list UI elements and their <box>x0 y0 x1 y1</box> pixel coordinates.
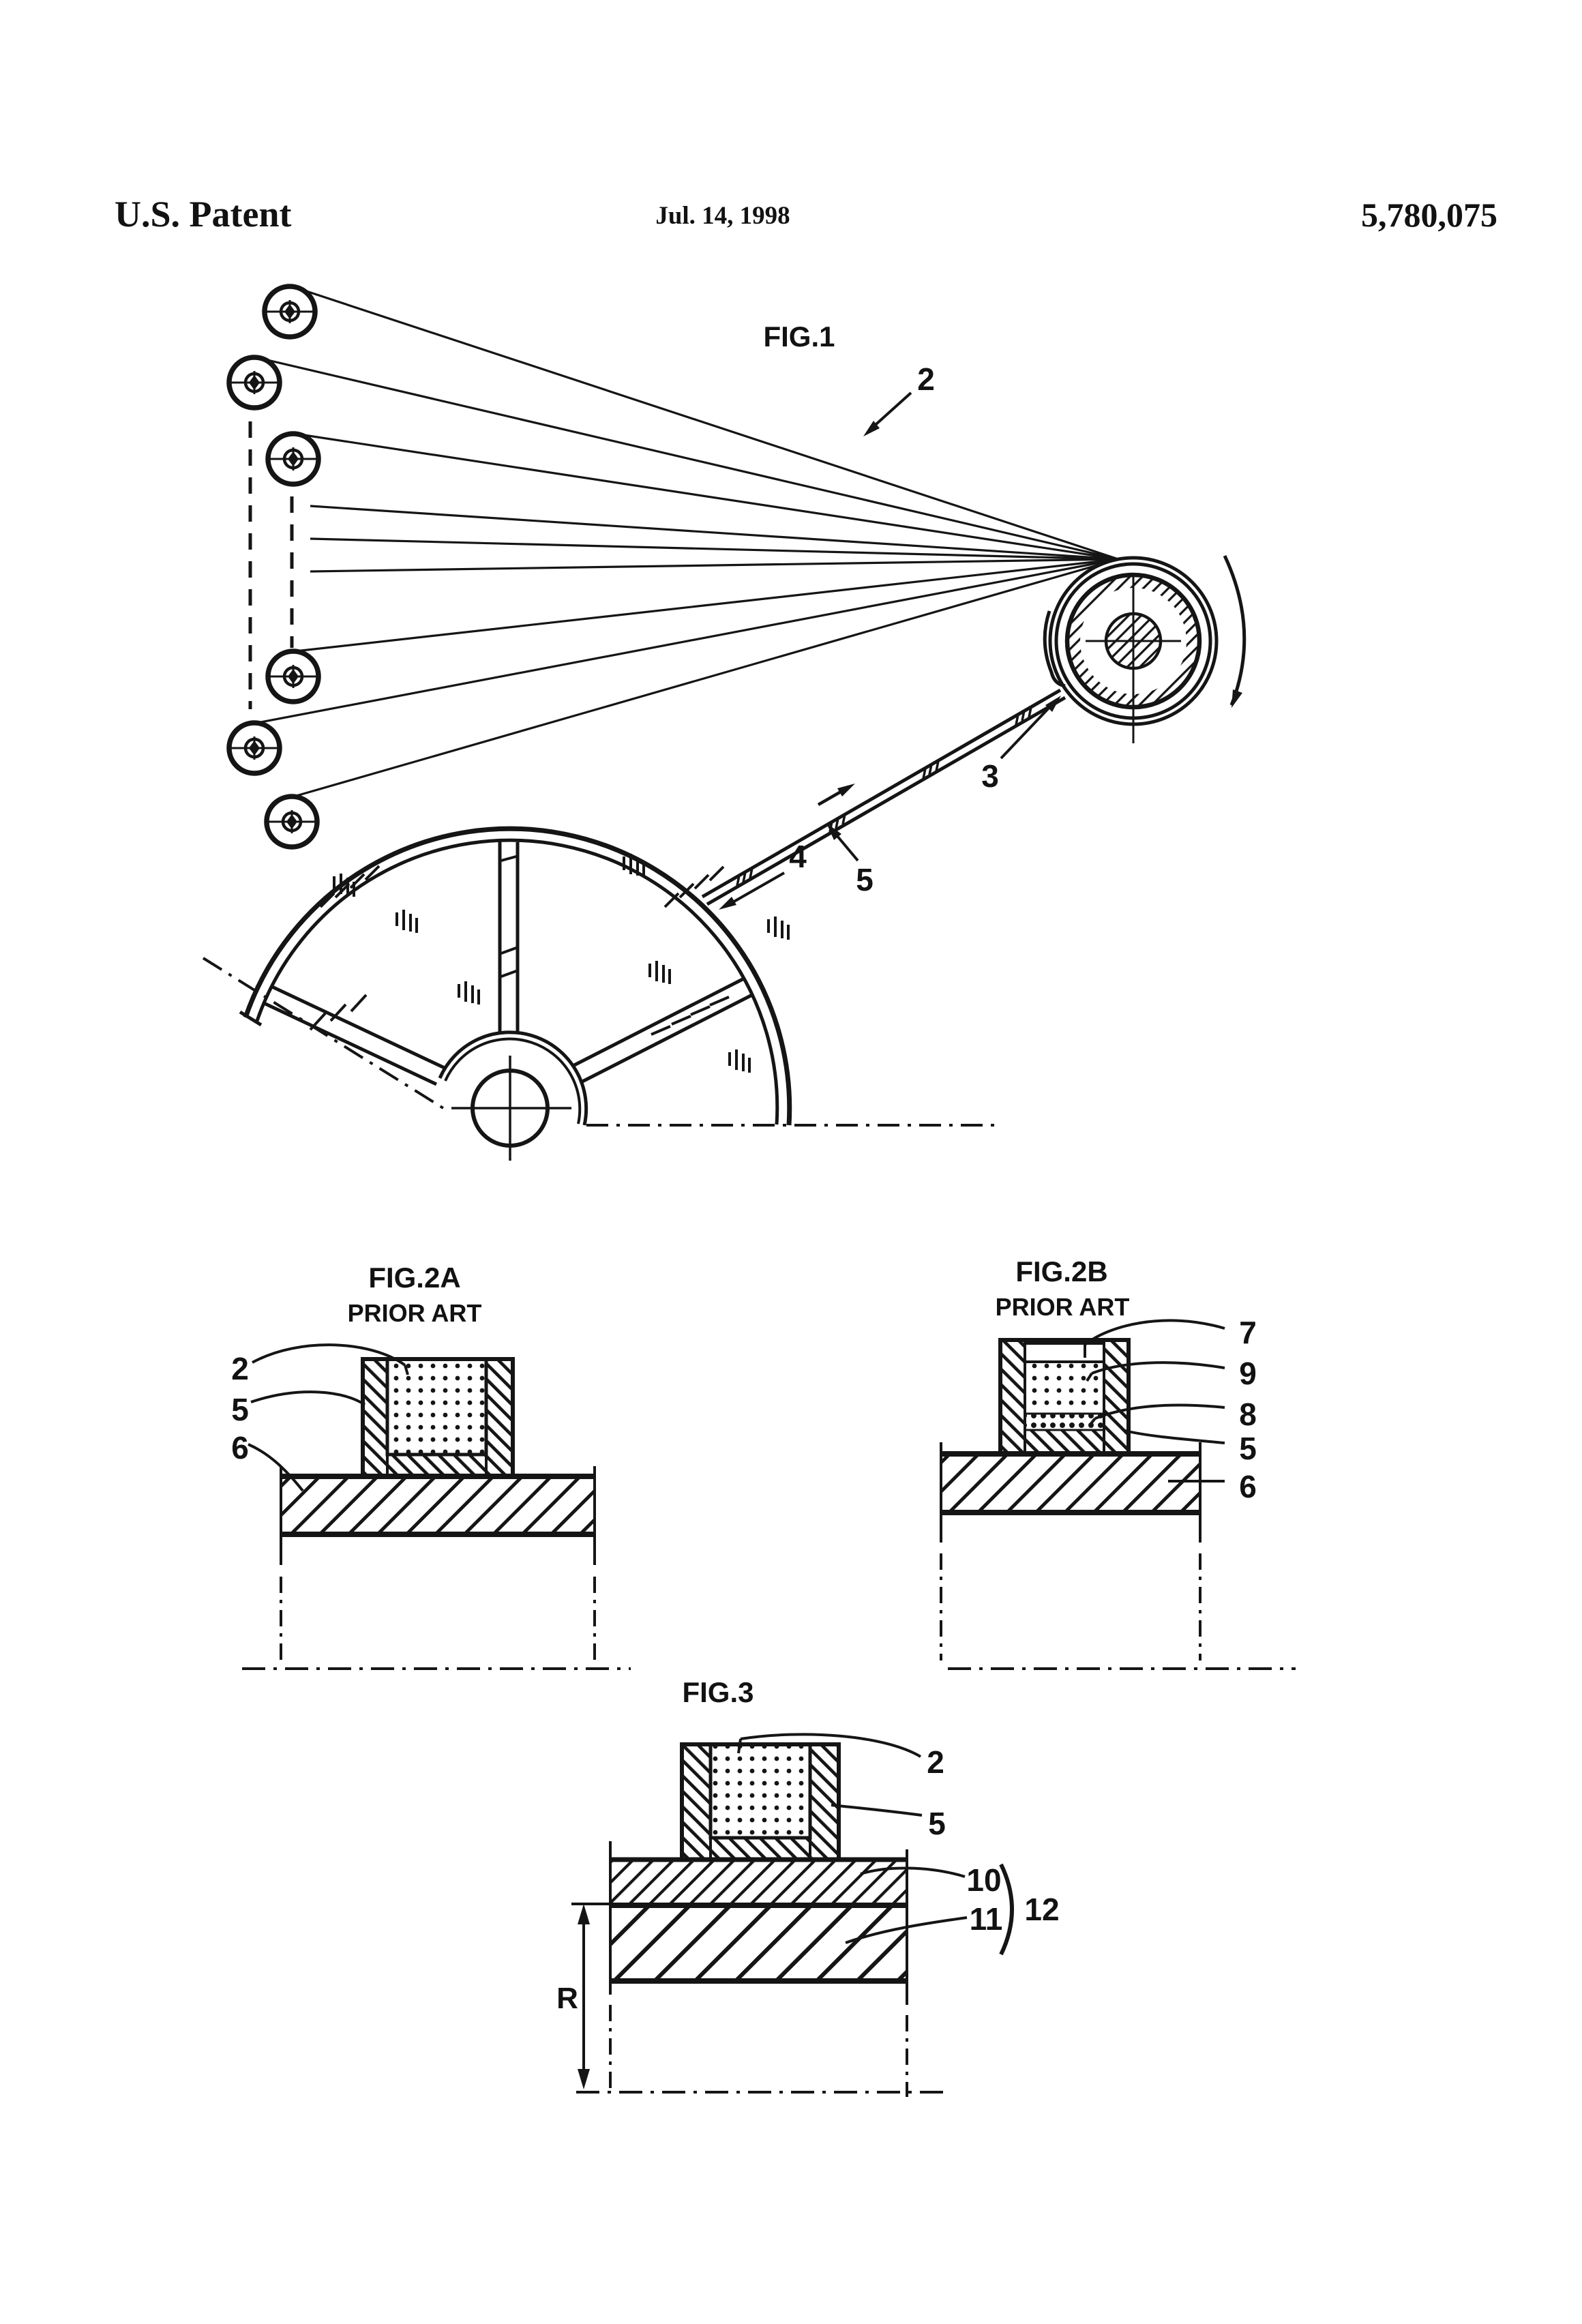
brace-icon <box>999 1863 1014 1956</box>
wheel-hub-ring-inner <box>444 1037 582 1124</box>
fig3: FIG.3 R 2 <box>556 1676 1060 2097</box>
cup-wall-left <box>361 1358 389 1478</box>
ref-label-threads: 2 <box>917 361 935 397</box>
shrinkage-gap <box>1024 1342 1105 1363</box>
fig2b-subtitle: PRIOR ART <box>996 1293 1130 1321</box>
ref-label-band: 5 <box>856 862 874 897</box>
fig2a-subtitle: PRIOR ART <box>348 1299 482 1327</box>
band-hatch-ticks <box>736 706 1032 887</box>
spool-icon <box>265 649 321 704</box>
cup-wall-right <box>1103 1339 1130 1455</box>
rotation-arrow-arc <box>1223 554 1247 706</box>
ref-label-cup: 5 <box>231 1392 249 1427</box>
thread-bundle-dots <box>385 1357 488 1457</box>
wheel-spokes <box>263 841 753 1086</box>
ref-label-adhesive: 8 <box>1239 1397 1257 1432</box>
creel-dashed-lines <box>248 421 294 709</box>
spool-icon <box>226 720 282 776</box>
fig1-references: 2 3 4 5 <box>719 361 1061 910</box>
fig2b-base <box>940 1442 1296 1670</box>
ref-label-base: 6 <box>1239 1469 1257 1504</box>
dim-arrowhead-down-icon <box>578 2069 590 2089</box>
cup-wall-left <box>999 1339 1026 1455</box>
fig2b-cup-section <box>998 1338 1131 1456</box>
page-header: U.S. Patent Jul. 14, 1998 5,780,075 <box>115 194 1497 235</box>
ref-label-layer-top: 10 <box>966 1862 1001 1898</box>
fig1: FIG.1 <box>202 284 1247 1161</box>
spool-icons <box>226 284 321 850</box>
fig3-radius-dimension: R <box>556 1903 612 2089</box>
ref-label-wheel: 4 <box>789 839 807 874</box>
fig2a-title: FIG.2A <box>368 1262 460 1294</box>
fig3-cup-section <box>680 1742 841 1862</box>
header-date: Jul. 14, 1998 <box>655 202 790 230</box>
header-title: U.S. Patent <box>115 194 291 235</box>
cup-wall-right <box>485 1358 514 1478</box>
ref-label-cup: 5 <box>928 1806 946 1841</box>
ref-label-base: 6 <box>231 1430 249 1465</box>
layer-bottom <box>610 1908 907 1981</box>
winding-wheel <box>202 826 1002 1161</box>
rotation-arrowhead-icon <box>1232 689 1242 708</box>
cup-bottom <box>386 1453 488 1478</box>
fig2a-cup-section <box>361 1357 515 1478</box>
ref-label-gap: 7 <box>1239 1315 1257 1350</box>
fig3-layered-base <box>576 1841 951 2097</box>
ref-label-cup: 5 <box>1239 1431 1257 1466</box>
fig2b-title: FIG.2B <box>1015 1255 1107 1287</box>
ref-label-bundle: 2 <box>927 1744 944 1780</box>
dim-arrowhead-up-icon <box>578 1904 590 1924</box>
dim-label-radius: R <box>556 1982 578 2015</box>
layer-top <box>610 1860 907 1903</box>
panel-shine-marks <box>333 854 790 1073</box>
thread-bundle-dots <box>1024 1360 1105 1415</box>
cup-wall-left <box>681 1743 712 1861</box>
cup-bottom <box>1024 1429 1105 1455</box>
fig1-title: FIG.1 <box>763 321 835 353</box>
cup-wall-right <box>809 1743 840 1861</box>
ref-label-layer-bottom: 11 <box>970 1901 1003 1937</box>
fig2a-references: 2 5 6 <box>231 1343 409 1492</box>
ref-label-bundle: 9 <box>1239 1356 1257 1391</box>
fig2b: FIG.2B PRIOR ART 7 9 <box>940 1255 1296 1670</box>
spool-icon <box>264 794 320 850</box>
wheel-tangent-centerline <box>202 957 450 1113</box>
wheel-hub-ring-outer <box>438 1030 588 1126</box>
fig3-title: FIG.3 <box>682 1676 753 1708</box>
ref-label-drum: 3 <box>981 758 999 794</box>
spool-icon <box>265 431 321 487</box>
fig2b-references: 7 9 8 5 6 <box>1084 1315 1257 1504</box>
fig3-references: 2 5 10 11 12 <box>737 1733 1060 1956</box>
winding-drum <box>1043 554 1247 743</box>
cup-bottom <box>709 1836 811 1861</box>
thread-bundle-dots <box>708 1742 812 1840</box>
band-direction-arrowhead-icon <box>837 784 855 796</box>
wheel-rim-outer <box>243 826 792 1126</box>
header-patent-number: 5,780,075 <box>1361 196 1497 234</box>
thread-band <box>701 688 1066 906</box>
wheel-hatch-ticks <box>309 855 730 1036</box>
ref-label-layers-both: 12 <box>1024 1892 1059 1927</box>
band-end-hook <box>1043 610 1066 688</box>
wheel-rim-inner <box>255 838 779 1125</box>
thread-lines <box>255 285 1119 798</box>
layer-separator <box>610 1903 907 1908</box>
fig2a-base <box>242 1466 631 1670</box>
spool-icon <box>226 355 282 411</box>
spool-icon <box>262 284 318 340</box>
ref-label-bundle: 2 <box>231 1351 249 1386</box>
fig2a: FIG.2A PRIOR ART 2 5 6 <box>231 1262 631 1670</box>
